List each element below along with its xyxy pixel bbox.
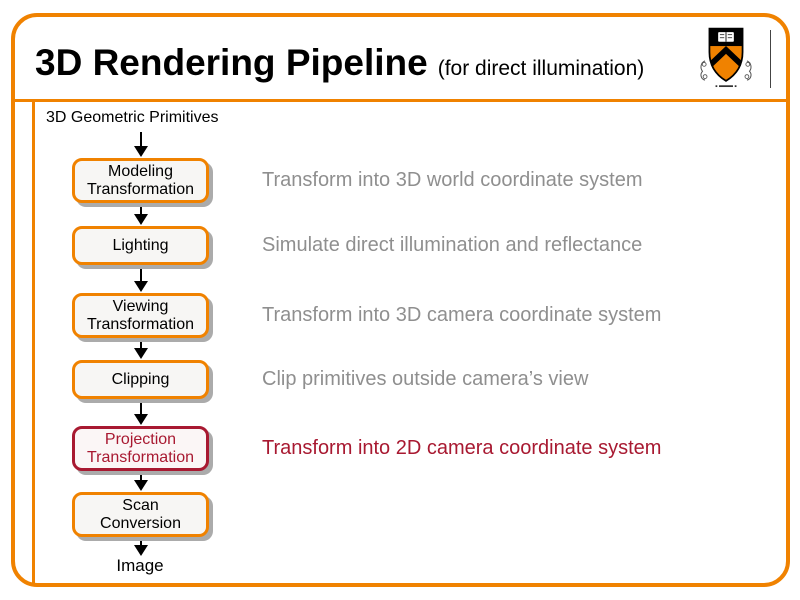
step-label: Viewing Transformation <box>87 297 194 333</box>
step-box-modeling-transformation: Modeling Transformation <box>72 158 209 203</box>
step-description: Transform into 3D world coordinate syste… <box>262 169 643 191</box>
flow-arrow <box>133 267 148 292</box>
step-description: Simulate direct illumination and reflect… <box>262 234 643 256</box>
arrow-head-icon <box>133 146 148 157</box>
step-box-lighting: Lighting <box>72 226 209 265</box>
step-description: Transform into 2D camera coordinate syst… <box>262 437 662 459</box>
step-label: Lighting <box>112 236 169 254</box>
step-label: Modeling Transformation <box>87 162 194 198</box>
princeton-shield-icon <box>700 27 752 88</box>
step-label: Projection Transformation <box>87 430 194 466</box>
left-margin-rule <box>32 99 35 586</box>
flow-arrow <box>133 339 148 359</box>
title-row: 3D Rendering Pipeline (for direct illumi… <box>35 42 644 84</box>
flow-arrow <box>133 472 148 491</box>
arrow-head-icon <box>133 348 148 359</box>
pipeline-output-label: Image <box>116 556 164 575</box>
page-subtitle: (for direct illumination) <box>437 57 645 80</box>
step-label: Clipping <box>111 370 170 388</box>
step-box-projection-transformation: Projection Transformation <box>72 426 209 471</box>
title-divider-line <box>11 99 790 102</box>
step-box-viewing-transformation: Viewing Transformation <box>72 293 209 338</box>
arrow-head-icon <box>133 281 148 292</box>
step-description: Clip primitives outside camera’s view <box>262 368 589 390</box>
step-box-clipping: Clipping <box>72 360 209 399</box>
arrow-head-icon <box>133 480 148 491</box>
logo-edge-line <box>770 30 771 88</box>
pipeline-input-label: 3D Geometric Primitives <box>46 109 219 126</box>
slide-border <box>11 13 790 587</box>
step-box-scan-conversion: Scan Conversion <box>72 492 209 537</box>
arrow-head-icon <box>133 414 148 425</box>
step-label: Scan Conversion <box>100 496 181 532</box>
flow-arrow <box>133 204 148 225</box>
arrow-head-icon <box>133 214 148 225</box>
page-title: 3D Rendering Pipeline <box>35 42 428 83</box>
step-description: Transform into 3D camera coordinate syst… <box>262 304 662 326</box>
flow-arrow <box>133 401 148 425</box>
flow-arrow <box>133 538 148 556</box>
flow-arrow <box>133 132 148 157</box>
arrow-head-icon <box>133 545 148 556</box>
